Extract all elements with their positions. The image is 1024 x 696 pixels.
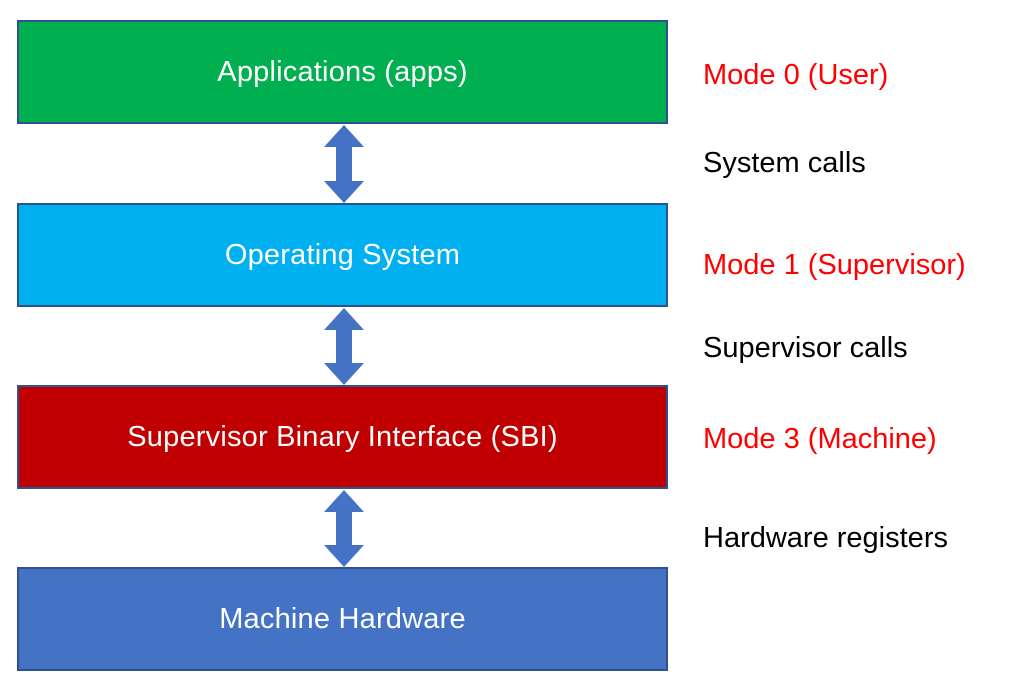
mode-supervisor-label: Mode 1 (Supervisor) bbox=[703, 249, 966, 281]
mode-user-label: Mode 0 (User) bbox=[703, 59, 889, 91]
layer-sbi-label: Supervisor Binary Interface (SBI) bbox=[127, 420, 558, 453]
hardware-registers-label: Hardware registers bbox=[703, 522, 948, 554]
layer-operating-system-label: Operating System bbox=[224, 238, 461, 271]
double-arrow-icon bbox=[324, 490, 364, 567]
layer-applications-label: Applications (apps) bbox=[217, 55, 468, 88]
layer-machine-hardware-label: Machine Hardware bbox=[219, 602, 466, 635]
layer-operating-system: Operating System bbox=[17, 203, 668, 307]
layer-applications: Applications (apps) bbox=[17, 20, 668, 124]
system-calls-label: System calls bbox=[703, 147, 866, 179]
layer-machine-hardware: Machine Hardware bbox=[17, 567, 668, 671]
double-arrow-icon bbox=[324, 308, 364, 385]
double-arrow-icon bbox=[324, 125, 364, 203]
supervisor-calls-label: Supervisor calls bbox=[703, 332, 908, 364]
mode-machine-label: Mode 3 (Machine) bbox=[703, 423, 937, 455]
layer-sbi: Supervisor Binary Interface (SBI) bbox=[17, 385, 668, 489]
